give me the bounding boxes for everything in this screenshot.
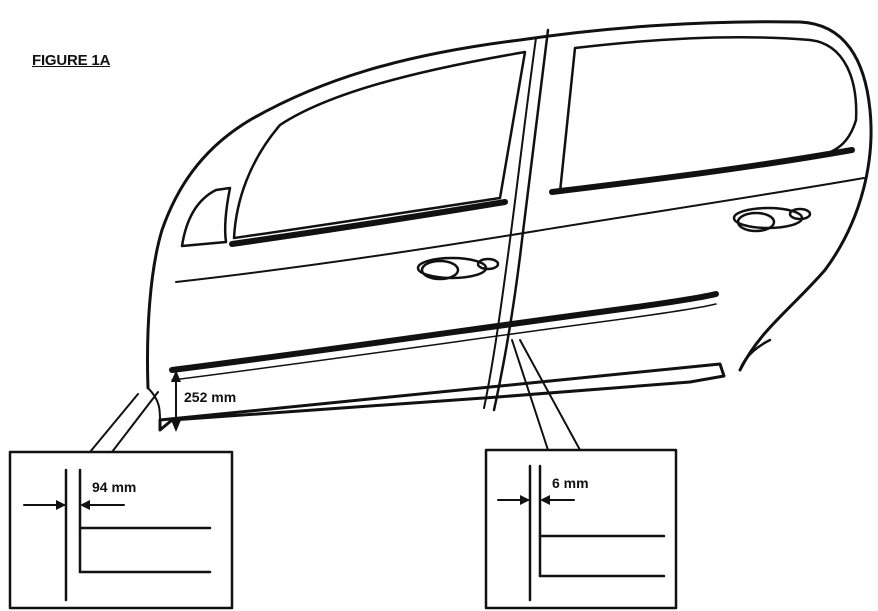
rear-door-window [558,35,858,194]
door-split-line [492,28,550,412]
rear-wheel-arch [738,338,772,372]
rear-offset-label: 6 mm [552,475,589,491]
front-offset-label: 94 mm [92,479,136,495]
figure-title: FIGURE 1A [32,52,111,69]
door-split-line-inner [483,37,537,409]
front-leader-lines [89,391,159,453]
front-belt-strip [229,199,508,247]
front-door-window [232,50,527,240]
quarter-window [180,186,232,248]
side-molding [169,291,719,373]
height-dim-arrow-top [171,370,181,382]
front-door-handle [416,256,500,281]
front-detail-arrowhead-right [80,500,90,510]
rear-belt-strip [549,147,855,195]
rear-detail-arrowhead-right [540,495,550,505]
molding-height-label: 252 mm [184,389,236,405]
front-detail-box [8,450,234,610]
rear-detail-box [484,448,678,610]
rocker-panel [158,362,726,432]
front-detail-arrowhead-left [56,500,66,510]
car-body-outline [146,20,873,390]
height-dim-arrow-bottom [171,420,181,432]
rear-detail-arrowhead-left [520,495,530,505]
rear-leader-lines [511,339,581,451]
side-molding-lower [171,303,717,381]
rear-door-handle [732,206,812,233]
body-shoulder-line [175,177,865,283]
door-bottom-line [147,387,161,421]
